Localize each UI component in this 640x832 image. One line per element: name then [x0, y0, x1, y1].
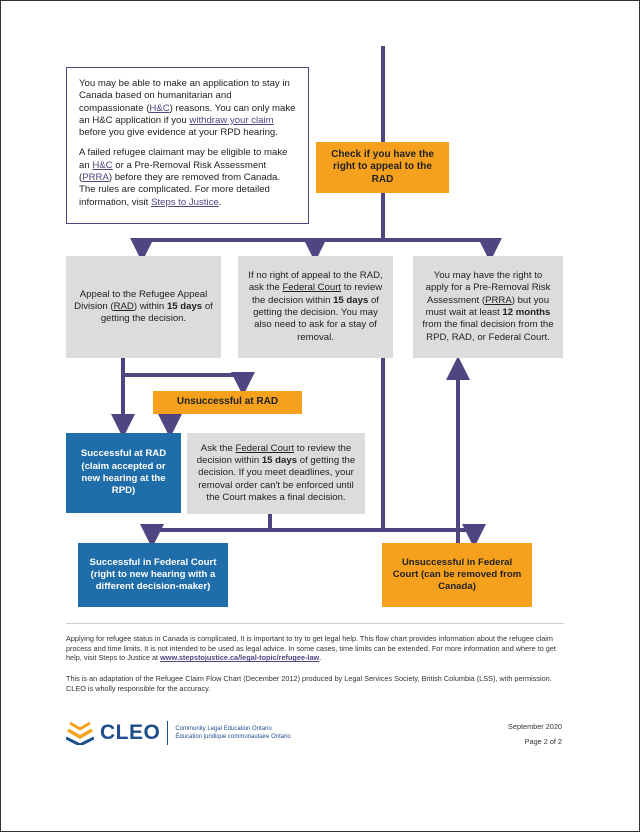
deadline: 15 days: [166, 300, 203, 312]
successful-rad-box: Successful at RAD (claim accepted or new…: [66, 433, 181, 513]
text: ) but you must wait at least: [425, 294, 550, 318]
successful-fc-label: Successful in Federal Court (right to ne…: [89, 556, 217, 593]
logo-subtitle-en: Community Legal Education Ontario: [175, 726, 272, 732]
text: before you give evidence at your RPD hea…: [79, 127, 278, 139]
logo-subtitle-fr: Éducation juridique communautaire Ontari…: [175, 734, 291, 740]
deadline: 15 days: [261, 455, 298, 467]
cleo-chevron-icon: [66, 721, 94, 745]
footer-divider: [66, 623, 564, 624]
text: You may have the right to apply for a Pr…: [425, 270, 551, 306]
adaptation-text: This is an adaptation of the Refugee Cla…: [66, 674, 552, 693]
unsuccessful-fc-box: Unsuccessful in Federal Court (can be re…: [382, 543, 532, 607]
hc-link[interactable]: H&C: [149, 102, 170, 114]
unsuccessful-fc-label: Unsuccessful in Federal Court (can be re…: [392, 556, 522, 593]
text: from the final decision from the RPD, RA…: [422, 319, 554, 343]
text: or a Pre-Removal Risk Assessment (: [79, 159, 267, 184]
text: of getting the decision. If you meet dea…: [198, 455, 356, 503]
prra-link[interactable]: PRRA: [82, 172, 109, 184]
wait-period: 12 months: [502, 307, 551, 318]
federal-court-link[interactable]: Federal Court: [282, 282, 342, 294]
disclaimer-text: Applying for refugee status in Canada is…: [66, 634, 556, 663]
info-box-hc-prra: You may be able to make an application t…: [66, 67, 309, 224]
logo-subtitle: Community Legal Education Ontario Éducat…: [175, 725, 290, 741]
footer-disclaimer: Applying for refugee status in Canada is…: [66, 634, 566, 663]
text: of getting the decision. You may also ne…: [253, 294, 379, 343]
steps-to-justice-link[interactable]: Steps to Justice: [150, 196, 219, 208]
unsuccessful-rad-label: Unsuccessful at RAD: [176, 396, 279, 408]
text: If no right of appeal to the RAD, ask th…: [248, 270, 383, 294]
text: of getting the decision.: [100, 300, 213, 325]
hc-link[interactable]: H&C: [92, 159, 113, 171]
successful-rad-label: Successful at RAD (claim accepted or new…: [80, 448, 167, 497]
no-right-appeal-box: If no right of appeal to the RAD, ask th…: [238, 256, 393, 358]
successful-fc-box: Successful in Federal Court (right to ne…: [78, 543, 228, 607]
federal-court-link[interactable]: Federal Court: [235, 442, 295, 454]
logo-separator: [167, 721, 169, 745]
withdraw-claim-link[interactable]: withdraw your claim: [189, 114, 274, 126]
text: ) within: [133, 300, 167, 312]
steps-to-justice-url-link[interactable]: www.stepstojustice.ca/legal-topic/refuge…: [160, 653, 320, 663]
prra-box: You may have the right to apply for a Pr…: [413, 256, 563, 358]
info-paragraph-hc: You may be able to make an application t…: [79, 78, 296, 139]
text: to review the decision within: [196, 442, 352, 467]
deadline: 15 days: [333, 294, 369, 306]
info-paragraph-prra: A failed refugee claimant may be eligibl…: [79, 147, 296, 208]
text: Ask the: [200, 442, 236, 454]
unsuccessful-rad-box: Unsuccessful at RAD: [153, 391, 302, 414]
publication-date: September 2020: [508, 722, 562, 731]
text: to review the decision within: [252, 282, 383, 306]
text: ) before they are removed from Canada. T…: [79, 172, 281, 208]
text: You may be able to make an application t…: [79, 78, 290, 114]
page-number: Page 2 of 2: [524, 737, 562, 746]
check-appeal-label: Check if you have the right to appeal to…: [331, 149, 434, 185]
appeal-rad-text: Appeal to the Refugee Appeal Division (R…: [74, 289, 213, 326]
appeal-rad-box: Appeal to the Refugee Appeal Division (R…: [66, 256, 221, 358]
prra-text: You may have the right to apply for a Pr…: [421, 270, 555, 344]
no-right-text: If no right of appeal to the RAD, ask th…: [246, 270, 385, 344]
rad-link[interactable]: RAD: [113, 300, 134, 312]
ask-fc-text: Ask the Federal Court to review the deci…: [193, 443, 359, 504]
check-appeal-box: Check if you have the right to appeal to…: [316, 142, 449, 193]
text: .: [218, 196, 222, 208]
text: Appeal to the Refugee Appeal Division (: [74, 288, 208, 312]
text: ) reasons. You can only make an H&C appl…: [79, 102, 296, 126]
prra-link[interactable]: PRRA: [485, 294, 512, 306]
ask-federal-court-box: Ask the Federal Court to review the deci…: [187, 433, 365, 514]
footer-adaptation: This is an adaptation of the Refugee Cla…: [66, 674, 566, 693]
text: A failed refugee claimant may be eligibl…: [79, 147, 288, 171]
cleo-wordmark: CLEO: [100, 721, 161, 744]
text: .: [319, 653, 322, 663]
cleo-logo: CLEO Community Legal Education Ontario É…: [66, 719, 291, 747]
